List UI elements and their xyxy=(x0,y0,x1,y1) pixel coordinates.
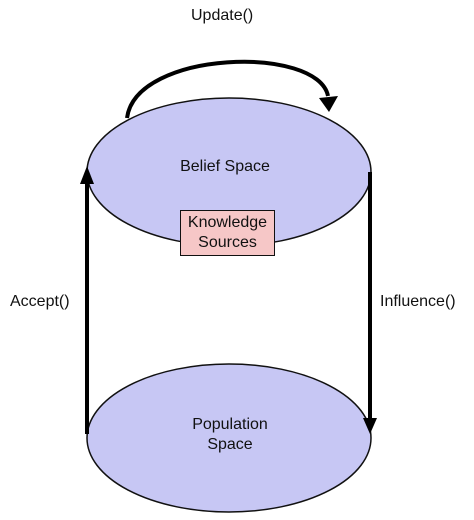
population-space-ellipse xyxy=(86,363,372,513)
belief-space-label: Belief Space xyxy=(180,158,270,175)
population-space-line-1: Population xyxy=(192,416,268,433)
influence-label: Influence() xyxy=(380,293,456,310)
update-arrowhead xyxy=(319,96,338,112)
influence-arrowhead xyxy=(363,418,377,434)
population-space-label: Population Space xyxy=(160,415,300,455)
knowledge-sources-box: Knowledge Sources xyxy=(180,210,275,256)
knowledge-sources-line-2: Sources xyxy=(198,234,257,251)
accept-arrowhead xyxy=(80,166,94,184)
update-arrow xyxy=(125,59,330,119)
update-label: Update() xyxy=(191,7,254,24)
population-space-line-2: Space xyxy=(207,436,253,453)
accept-label: Accept() xyxy=(10,293,70,310)
knowledge-sources-line-1: Knowledge xyxy=(187,214,268,231)
